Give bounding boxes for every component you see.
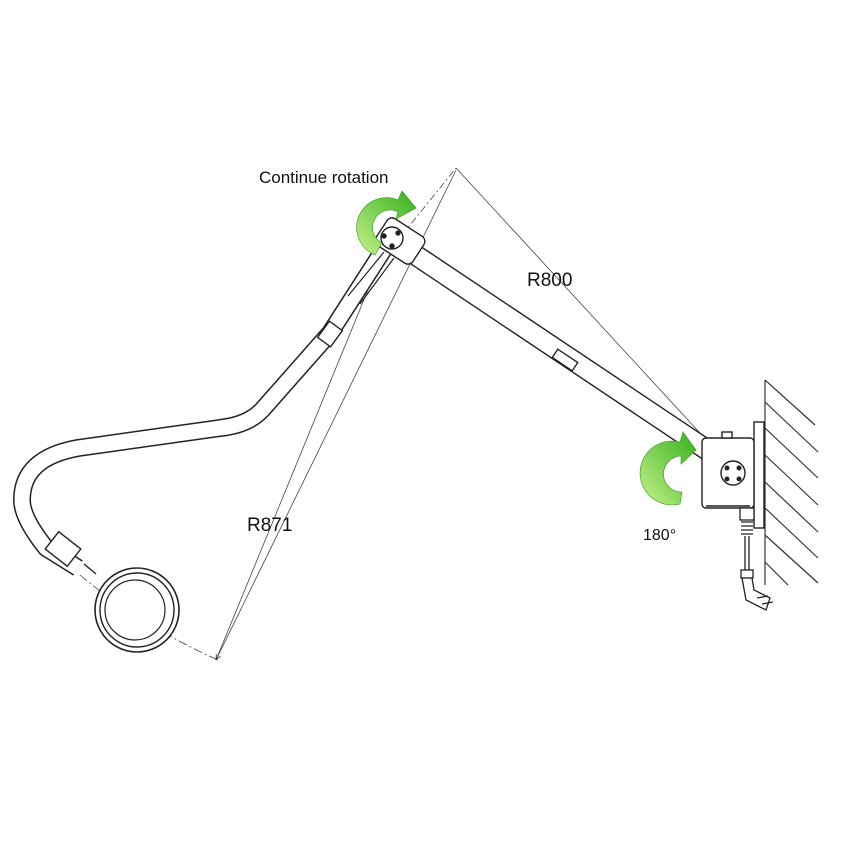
arm-collar-upper bbox=[316, 320, 344, 348]
wall-hatching bbox=[764, 379, 819, 586]
rotate-arrow-icon bbox=[639, 431, 697, 506]
rotate-arrow-icon bbox=[356, 190, 417, 256]
arm-collar-lower bbox=[44, 530, 82, 568]
lamp-head bbox=[83, 563, 180, 653]
lower-arm bbox=[13, 241, 395, 576]
pivot-joint bbox=[374, 217, 426, 265]
power-cord bbox=[739, 507, 774, 611]
continue-rotation-label: Continue rotation bbox=[259, 168, 388, 187]
radius-upper-label: R800 bbox=[527, 270, 572, 291]
angle-label: 180° bbox=[643, 527, 676, 544]
wall-mount-box bbox=[701, 421, 765, 529]
radius-lower-label: R871 bbox=[247, 515, 292, 536]
